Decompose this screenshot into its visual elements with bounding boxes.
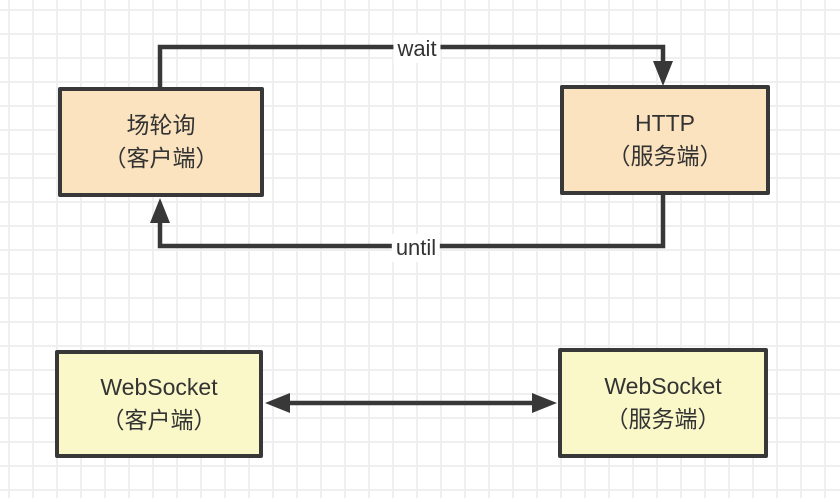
websocket-arrowhead-left-icon — [265, 393, 290, 413]
until-arrowhead-up-icon — [150, 198, 170, 223]
node-subtitle: （客户端） — [101, 407, 217, 433]
node-websocket-client: WebSocket （客户端） — [55, 350, 263, 458]
edge-label-wait: wait — [393, 35, 441, 63]
node-title: HTTP — [634, 110, 696, 136]
websocket-arrowhead-right-icon — [532, 393, 557, 413]
node-title: WebSocket — [100, 374, 218, 400]
wait-arrowhead-down-icon — [653, 61, 673, 86]
node-subtitle: （客户端） — [103, 145, 219, 171]
node-polling-client: 场轮询 （客户端） — [58, 87, 264, 197]
node-subtitle: （服务端） — [605, 406, 721, 432]
node-subtitle: （服务端） — [607, 143, 723, 169]
node-websocket-server: WebSocket （服务端） — [558, 348, 768, 458]
node-http-server: HTTP （服务端） — [560, 85, 770, 195]
node-title: WebSocket — [604, 373, 722, 399]
websocket-double-arrow — [265, 393, 557, 413]
edge-label-until: until — [391, 234, 441, 262]
node-title: 场轮询 — [126, 112, 196, 138]
